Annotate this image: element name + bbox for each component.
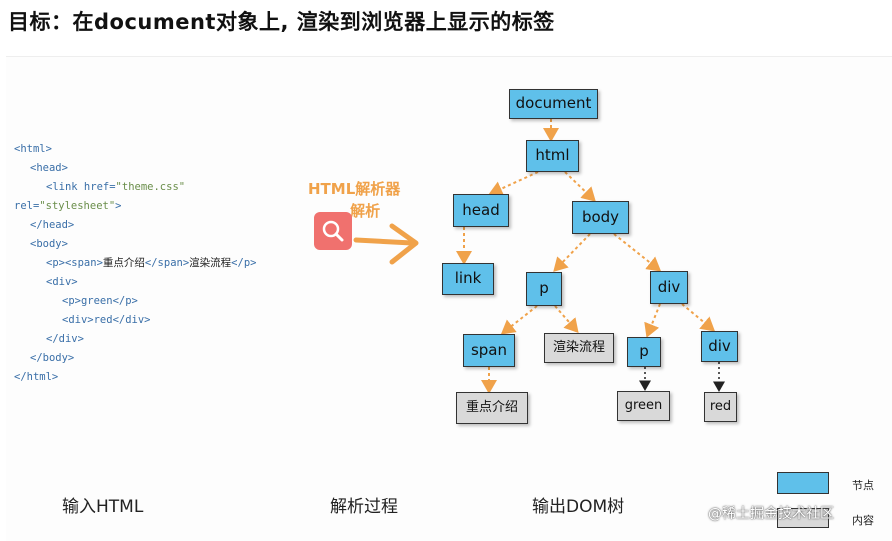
code-line: </html>: [14, 368, 256, 387]
code-line: </body>: [14, 349, 256, 368]
code-token: </head>: [30, 219, 75, 231]
edge-div-div: [681, 303, 716, 332]
code-token: "theme.css": [115, 181, 186, 193]
code-token: 渲染流程: [189, 257, 232, 269]
node-document: document: [509, 89, 598, 119]
node-link: link: [442, 263, 494, 295]
code-token: <p>green</p>: [62, 295, 138, 307]
code-token: </p>: [231, 257, 257, 269]
page-title: 目标：在document对象上, 渲染到浏览器上显示的标签: [8, 10, 555, 34]
node-text-zhongdian: 重点介绍: [456, 392, 528, 424]
code-token: <html>: [14, 143, 52, 155]
node-text-red: red: [704, 392, 737, 422]
code-token: <div>: [46, 276, 78, 288]
parser-label-line2: 解析: [350, 202, 381, 220]
search-button[interactable]: [314, 212, 352, 250]
code-token: <head>: [30, 162, 68, 174]
code-token: </span>: [144, 257, 190, 269]
code-token: >: [115, 200, 122, 212]
legend-content-swatch: [777, 508, 829, 528]
code-token: </html>: [14, 371, 59, 383]
node-div2: div: [701, 331, 738, 362]
parser-label: HTML解析器 解析: [308, 178, 400, 222]
code-token: 重点介绍: [102, 257, 145, 269]
node-p2: p: [627, 337, 661, 367]
legend-node-swatch: [777, 472, 829, 494]
edge-p-text: [554, 305, 579, 334]
label-parse-process: 解析过程: [330, 497, 398, 517]
code-line: <p>green</p>: [14, 292, 256, 311]
label-output-dom: 输出DOM树: [532, 497, 625, 517]
code-line: rel="stylesheet">: [14, 197, 256, 216]
code-token: <p><span>: [46, 257, 103, 269]
node-text-green: green: [617, 391, 670, 421]
html-source-code: <html><head><link href="theme.css"rel="s…: [14, 140, 256, 387]
node-p: p: [526, 272, 562, 306]
node-head: head: [453, 194, 509, 227]
code-line: </head>: [14, 216, 256, 235]
code-line: <link href="theme.css": [14, 178, 256, 197]
code-line: <html>: [14, 140, 256, 159]
code-token: </body>: [30, 352, 75, 364]
code-line: </div>: [14, 330, 256, 349]
edge-div-p: [644, 303, 661, 338]
legend-node-label: 节点: [852, 479, 874, 492]
code-line: <body>: [14, 235, 256, 254]
code-token: <div>red</div>: [62, 314, 151, 326]
watermark: @稀土掘金技术社区: [708, 506, 834, 522]
edge-p-span: [500, 305, 538, 335]
code-token: </div>: [46, 333, 84, 345]
node-span: span: [463, 334, 515, 367]
legend-content-label: 内容: [852, 514, 874, 527]
node-body: body: [572, 201, 629, 234]
code-token: <link href=: [46, 181, 116, 193]
search-icon: [322, 220, 344, 242]
parser-arrow-head: [389, 223, 419, 265]
edge-body-div: [613, 233, 662, 272]
parser-arrow: [353, 237, 415, 246]
code-line: <p><span>重点介绍</span>渲染流程</p>: [14, 254, 256, 273]
edge-html-head: [488, 171, 539, 197]
edge-body-p: [553, 233, 591, 272]
edge-html-body: [564, 171, 596, 202]
code-token: rel=: [14, 200, 40, 212]
code-line: <head>: [14, 159, 256, 178]
code-token: "stylesheet": [39, 200, 116, 212]
code-line: <div>: [14, 273, 256, 292]
code-token: <body>: [30, 238, 68, 250]
label-input-html: 输入HTML: [62, 497, 144, 517]
parser-label-line1: HTML解析器: [308, 180, 401, 198]
node-text-xuanran: 渲染流程: [544, 333, 614, 363]
diagram-panel: [6, 56, 892, 541]
node-div: div: [650, 271, 688, 304]
node-html: html: [526, 140, 579, 172]
code-line: <div>red</div>: [14, 311, 256, 330]
